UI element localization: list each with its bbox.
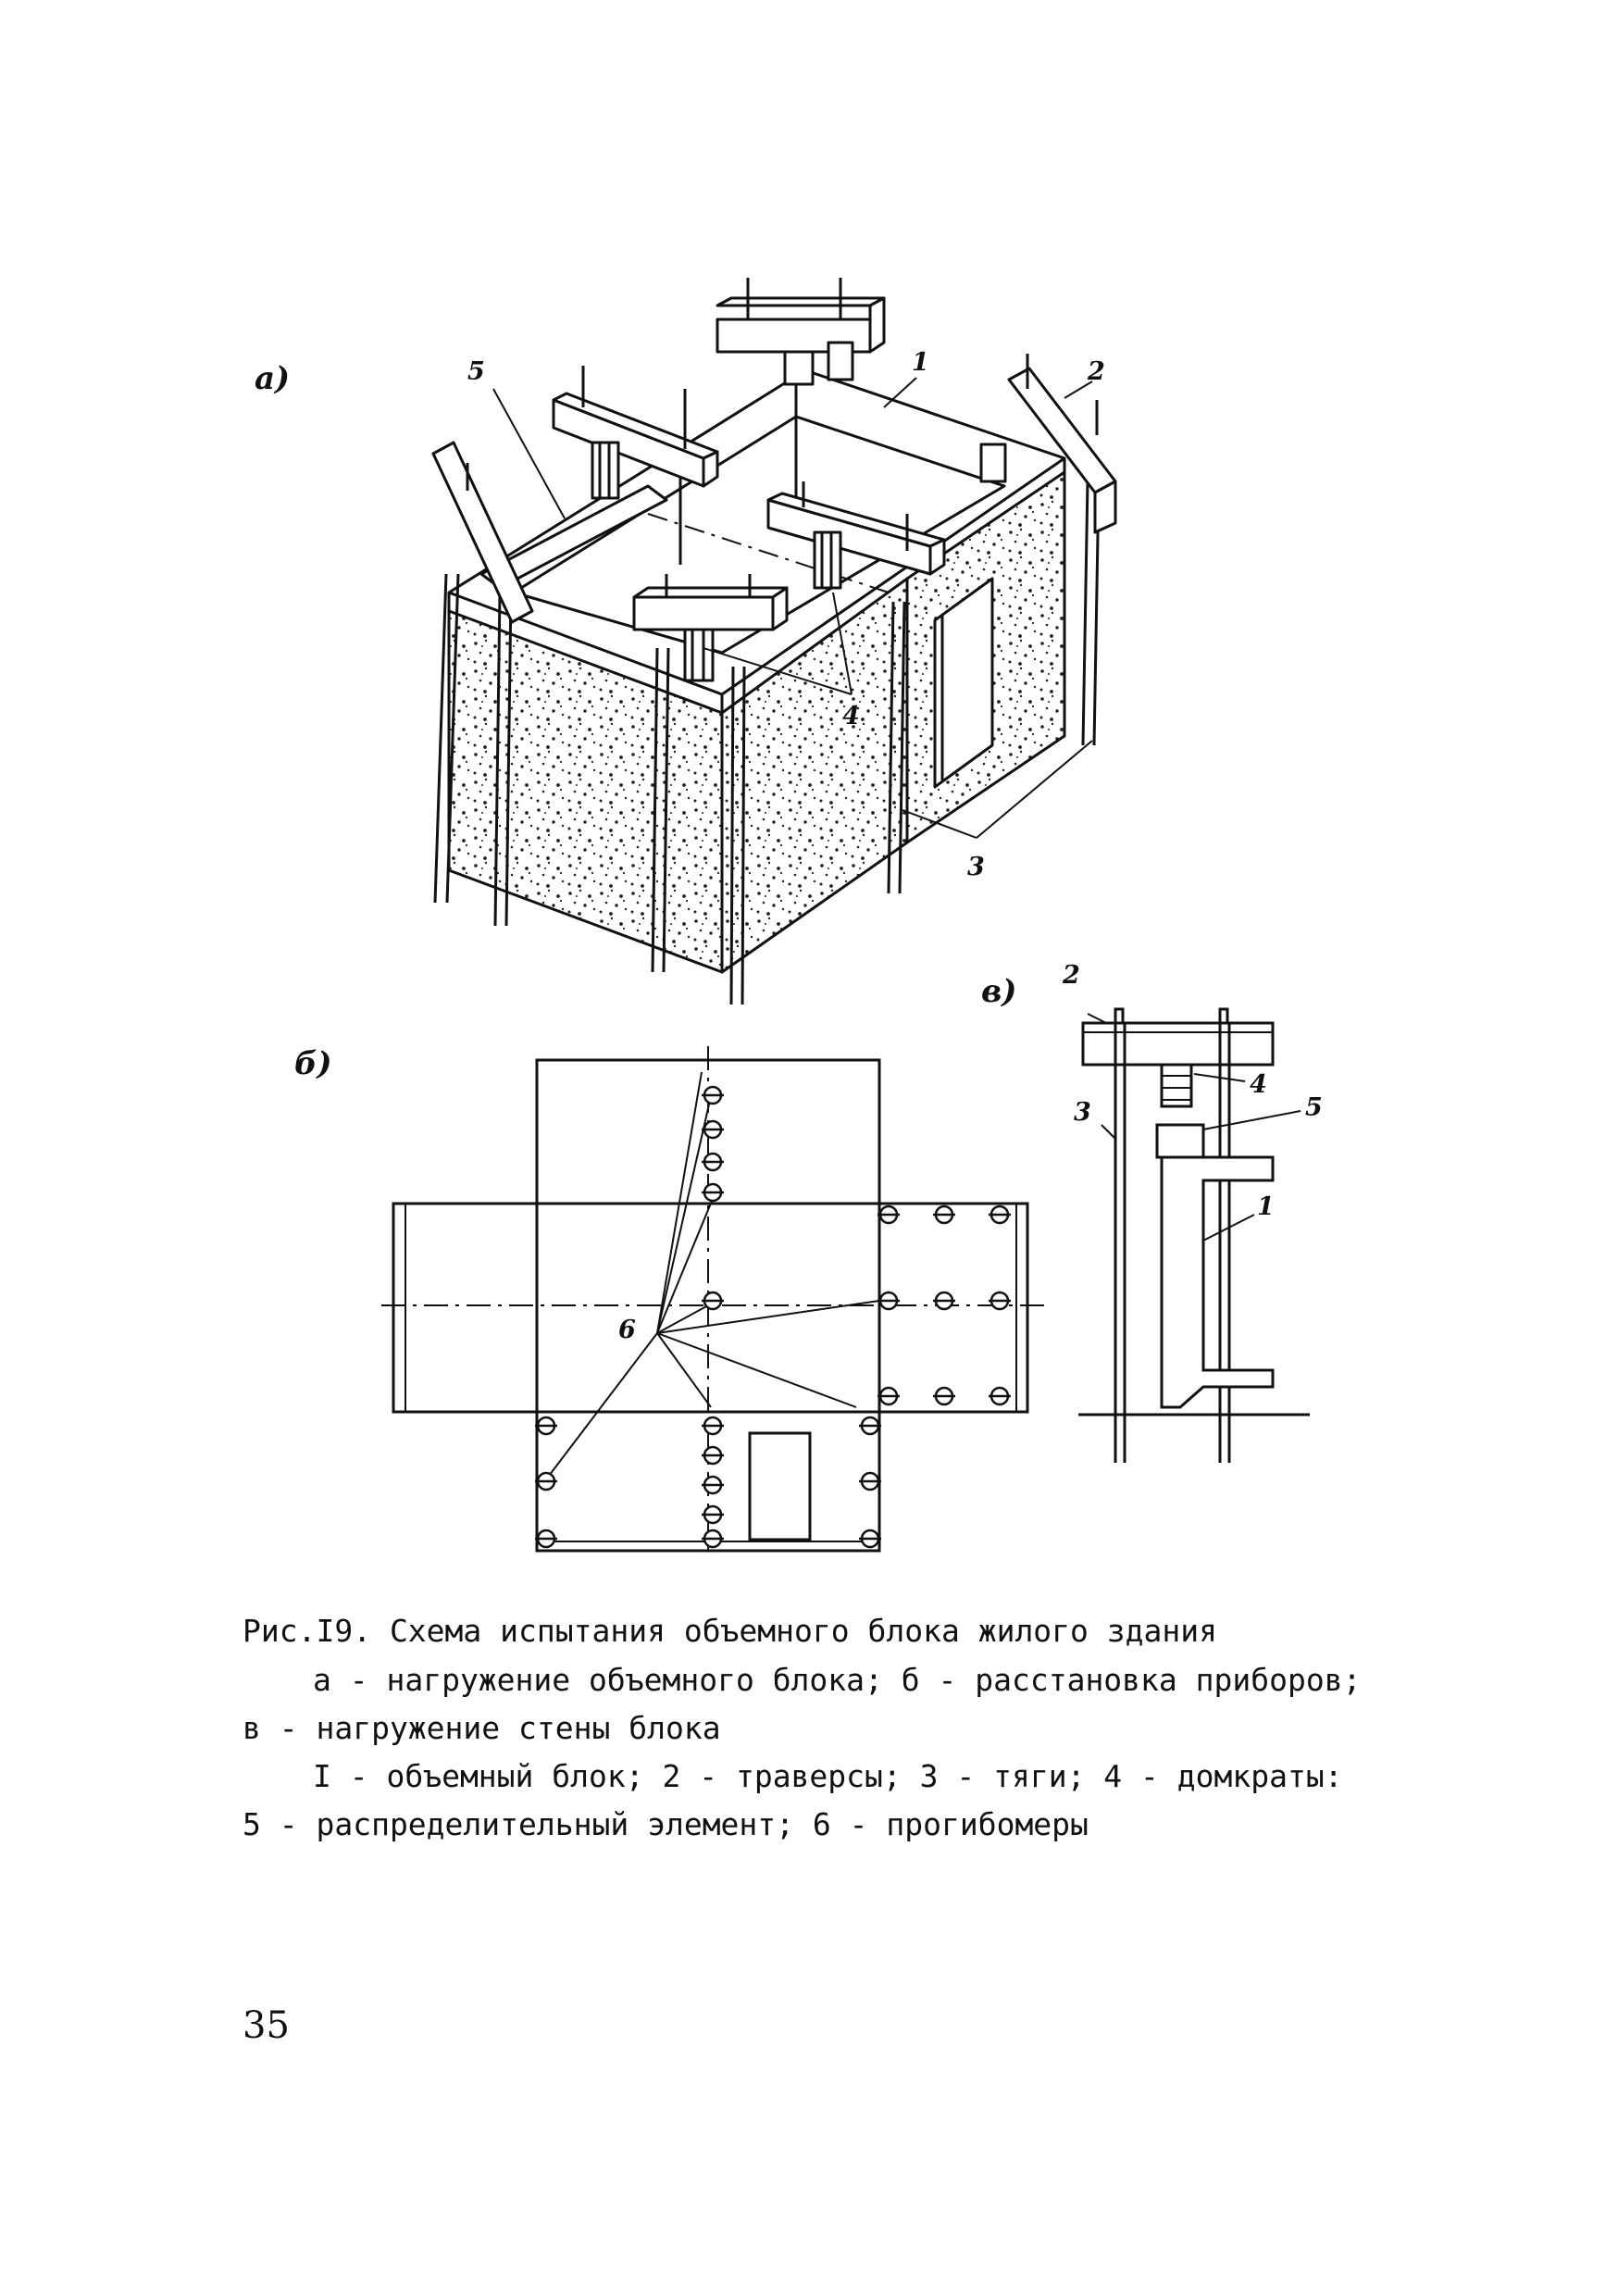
callout-4: 4 (842, 702, 860, 730)
deflectometer (859, 1529, 881, 1549)
deflectometer (702, 1416, 724, 1436)
jack (979, 443, 1007, 483)
caption-line-5: 5 - распределительный элемент; 6 - проги… (243, 1806, 1089, 1842)
deflectometer (989, 1291, 1011, 1311)
deflectometer (859, 1416, 881, 1436)
door-opening (933, 577, 994, 789)
callout-3: 3 (967, 853, 985, 881)
tie-rod (651, 647, 659, 973)
deflectometer (989, 1204, 1011, 1225)
callout-2: 2 (1087, 357, 1105, 386)
traverse-inclined-left (431, 441, 534, 624)
panel-a-drawing (431, 278, 1117, 1005)
tie-rod (433, 573, 448, 904)
jack (827, 341, 854, 381)
leader-5 (492, 388, 566, 519)
deflectometer-leaders (545, 1071, 880, 1480)
callout-v-1: 1 (1257, 1192, 1275, 1221)
page-number: 35 (243, 2004, 290, 2047)
leader-2 (1064, 381, 1093, 399)
leader-1 (883, 377, 917, 408)
tie-rod (887, 601, 895, 894)
deflectometer (702, 1504, 724, 1525)
deflectometer (702, 1119, 724, 1140)
traverse-section (1081, 1021, 1275, 1067)
door-outline (748, 1431, 812, 1541)
deflectometer (877, 1204, 900, 1225)
caption-title: Рис.I9. Схема испытания объемного блока … (243, 1613, 1217, 1649)
callout-6: 6 (618, 1316, 636, 1344)
deflectometer (877, 1291, 900, 1311)
deflectometer (877, 1386, 900, 1406)
callout-5: 5 (467, 357, 485, 386)
callout-v-2: 2 (1062, 961, 1080, 990)
deflectometers (535, 1085, 1011, 1549)
deflectometer (989, 1386, 1011, 1406)
panel-label-v: в) (981, 973, 1016, 1010)
traverse-front (632, 595, 775, 631)
tie-rod (493, 592, 502, 927)
panel-v-drawing (1078, 1007, 1310, 1463)
tie-rod (1081, 480, 1089, 746)
deflectometer (702, 1085, 724, 1105)
distribution-element-section (1155, 1123, 1205, 1159)
leader-3 (902, 809, 977, 839)
deflectometer (702, 1475, 724, 1495)
deflectometer (702, 1291, 724, 1311)
caption-line-2: а - нагружение объемного блока; б - расс… (313, 1662, 1362, 1698)
callout-v-4: 4 (1250, 1070, 1267, 1099)
panel-b-drawing (381, 1046, 1046, 1555)
caption-line-3: в - нагружение стены блока (243, 1710, 721, 1746)
deflectometer (933, 1291, 955, 1311)
deflectometer (702, 1529, 724, 1549)
deflectometer (535, 1416, 557, 1436)
tie-rod (729, 666, 735, 1005)
deflectometer (933, 1204, 955, 1225)
callout-1: 1 (912, 348, 929, 377)
panel-label-b: б) (294, 1045, 332, 1082)
deflectometer (702, 1445, 724, 1466)
callout-v-3: 3 (1074, 1098, 1091, 1127)
deflectometer (933, 1386, 955, 1406)
deflectometer (535, 1471, 557, 1491)
leader-4 (703, 647, 853, 695)
deflectometer (535, 1529, 557, 1549)
deflectometer (702, 1152, 724, 1172)
wall-section (1160, 1155, 1275, 1409)
callout-v-5: 5 (1305, 1093, 1323, 1122)
caption-line-4: I - объемный блок; 2 - траверсы; 3 - тяг… (313, 1758, 1343, 1794)
panel-label-a: а) (255, 360, 290, 397)
deflectometer (859, 1471, 881, 1491)
axis-line (647, 513, 890, 593)
deflectometer (702, 1182, 724, 1203)
